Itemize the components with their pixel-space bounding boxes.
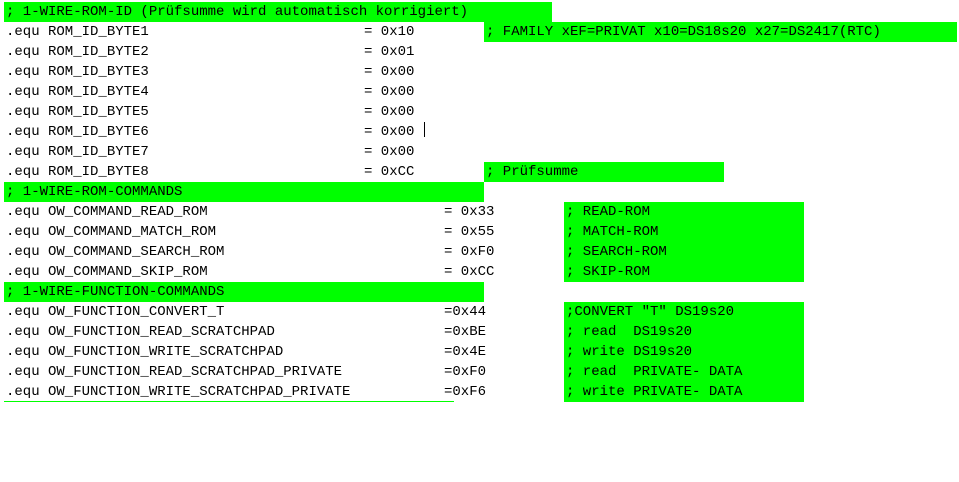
code-line[interactable]: .equ OW_COMMAND_SEARCH_ROM = 0xF0 ; SEAR… — [4, 242, 804, 262]
symbol-name: .equ ROM_ID_BYTE1 — [6, 24, 149, 40]
symbol-value: = 0x55 — [444, 224, 495, 240]
code-line[interactable]: .equ OW_FUNCTION_READ_SCRATCHPAD =0xBE ;… — [4, 322, 804, 342]
line-comment: ; SKIP-ROM — [566, 264, 651, 280]
section-header-rom-commands[interactable]: ; 1-WIRE-ROM-COMMANDS — [4, 182, 484, 202]
line-comment: ; FAMILY xEF=PRIVAT x10=DS18s20 x27=DS24… — [486, 24, 881, 40]
symbol-name: .equ OW_FUNCTION_WRITE_SCRATCHPAD_PRIVAT… — [6, 384, 351, 400]
header-text: ; 1-WIRE-ROM-COMMANDS — [6, 184, 183, 200]
section-header-rom-id[interactable]: ; 1-WIRE-ROM-ID (Prüfsumme wird automati… — [4, 2, 552, 22]
line-comment: ; SEARCH-ROM — [566, 244, 667, 260]
line-comment: ;CONVERT "T" DS19s20 — [566, 304, 735, 320]
symbol-value: =0xF6 — [444, 384, 487, 400]
line-comment: ; Prüfsumme — [486, 164, 579, 180]
comment-highlight: ; Prüfsumme — [484, 162, 724, 182]
line-comment: ; write PRIVATE- DATA — [566, 384, 743, 400]
comment-highlight: ; write DS19s20 — [564, 342, 804, 362]
symbol-name: .equ ROM_ID_BYTE3 — [6, 64, 149, 80]
comment-highlight: ; MATCH-ROM — [564, 222, 804, 242]
line-comment: ; write DS19s20 — [566, 344, 693, 360]
code-line[interactable]: .equ OW_COMMAND_MATCH_ROM = 0x55 ; MATCH… — [4, 222, 804, 242]
comment-highlight: ; SEARCH-ROM — [564, 242, 804, 262]
comment-highlight: ; SKIP-ROM — [564, 262, 804, 282]
header-text: ; 1-WIRE-FUNCTION-COMMANDS — [6, 284, 225, 300]
code-line[interactable]: .equ OW_COMMAND_SKIP_ROM = 0xCC ; SKIP-R… — [4, 262, 804, 282]
code-line[interactable]: .equ OW_FUNCTION_WRITE_SCRATCHPAD_PRIVAT… — [4, 382, 804, 402]
code-line[interactable]: .equ ROM_ID_BYTE3 = 0x00 — [4, 62, 414, 82]
comment-highlight: ;CONVERT "T" DS19s20 — [564, 302, 804, 322]
symbol-value: = 0x00 — [364, 104, 415, 120]
symbol-value: = 0x00 — [364, 124, 415, 140]
symbol-value: =0x44 — [444, 304, 487, 320]
symbol-name: .equ ROM_ID_BYTE8 — [6, 164, 149, 180]
symbol-name: .equ OW_COMMAND_SEARCH_ROM — [6, 244, 225, 260]
code-editor[interactable]: ; 1-WIRE-ROM-ID (Prüfsumme wird automati… — [0, 0, 959, 403]
symbol-name: .equ OW_FUNCTION_READ_SCRATCHPAD_PRIVATE — [6, 364, 343, 380]
symbol-name: .equ ROM_ID_BYTE5 — [6, 104, 149, 120]
code-line[interactable]: .equ OW_FUNCTION_WRITE_SCRATCHPAD =0x4E … — [4, 342, 804, 362]
symbol-name: .equ OW_FUNCTION_CONVERT_T — [6, 304, 225, 320]
symbol-name: .equ ROM_ID_BYTE7 — [6, 144, 149, 160]
comment-highlight: ; FAMILY xEF=PRIVAT x10=DS18s20 x27=DS24… — [484, 22, 957, 42]
line-comment: ; MATCH-ROM — [566, 224, 659, 240]
symbol-value: =0xBE — [444, 324, 487, 340]
code-line[interactable]: .equ ROM_ID_BYTE7 = 0x00 — [4, 142, 414, 162]
symbol-value: = 0xF0 — [444, 244, 495, 260]
comment-highlight: ; write PRIVATE- DATA — [564, 382, 804, 402]
comment-highlight: ; read DS19s20 — [564, 322, 804, 342]
code-line[interactable]: .equ ROM_ID_BYTE8 = 0xCC ; Prüfsumme — [4, 162, 724, 182]
symbol-value: = 0x00 — [364, 84, 415, 100]
comment-highlight: ; READ-ROM — [564, 202, 804, 222]
line-comment: ; READ-ROM — [566, 204, 651, 220]
section-header-function-commands[interactable]: ; 1-WIRE-FUNCTION-COMMANDS — [4, 282, 484, 302]
code-line[interactable]: .equ ROM_ID_BYTE4 = 0x00 — [4, 82, 414, 102]
code-line[interactable]: .equ OW_FUNCTION_CONVERT_T =0x44 ;CONVER… — [4, 302, 804, 322]
symbol-value: = 0x10 — [364, 24, 415, 40]
code-line[interactable]: .equ ROM_ID_BYTE5 = 0x00 — [4, 102, 414, 122]
symbol-value: = 0x00 — [364, 64, 415, 80]
symbol-value: = 0x33 — [444, 204, 495, 220]
code-line[interactable]: .equ ROM_ID_BYTE6 = 0x00 — [4, 122, 425, 142]
symbol-value: = 0xCC — [444, 264, 495, 280]
line-comment: ; read DS19s20 — [566, 324, 693, 340]
symbol-name: .equ OW_COMMAND_SKIP_ROM — [6, 264, 208, 280]
symbol-name: .equ OW_FUNCTION_READ_SCRATCHPAD — [6, 324, 275, 340]
symbol-name: .equ ROM_ID_BYTE6 — [6, 124, 149, 140]
line-comment: ; read PRIVATE- DATA — [566, 364, 743, 380]
comment-highlight: ; read PRIVATE- DATA — [564, 362, 804, 382]
text-cursor — [424, 122, 425, 142]
symbol-name: .equ OW_FUNCTION_WRITE_SCRATCHPAD — [6, 344, 284, 360]
code-line[interactable]: .equ ROM_ID_BYTE1 = 0x10 ; FAMILY xEF=PR… — [4, 22, 959, 42]
code-line[interactable]: .equ ROM_ID_BYTE2 = 0x01 — [4, 42, 414, 62]
symbol-value: =0xF0 — [444, 364, 487, 380]
symbol-name: .equ OW_COMMAND_MATCH_ROM — [6, 224, 217, 240]
symbol-value: = 0xCC — [364, 164, 415, 180]
symbol-value: = 0x01 — [364, 44, 415, 60]
code-line[interactable]: .equ OW_COMMAND_READ_ROM = 0x33 ; READ-R… — [4, 202, 804, 222]
symbol-value: = 0x00 — [364, 144, 415, 160]
header-text: ; 1-WIRE-ROM-ID (Prüfsumme wird automati… — [6, 4, 469, 20]
editor-gutter — [0, 0, 4, 403]
symbol-value: =0x4E — [444, 344, 487, 360]
symbol-name: .equ ROM_ID_BYTE4 — [6, 84, 149, 100]
selection-underline — [4, 401, 454, 402]
code-line[interactable]: .equ OW_FUNCTION_READ_SCRATCHPAD_PRIVATE… — [4, 362, 804, 382]
symbol-name: .equ ROM_ID_BYTE2 — [6, 44, 149, 60]
symbol-name: .equ OW_COMMAND_READ_ROM — [6, 204, 208, 220]
